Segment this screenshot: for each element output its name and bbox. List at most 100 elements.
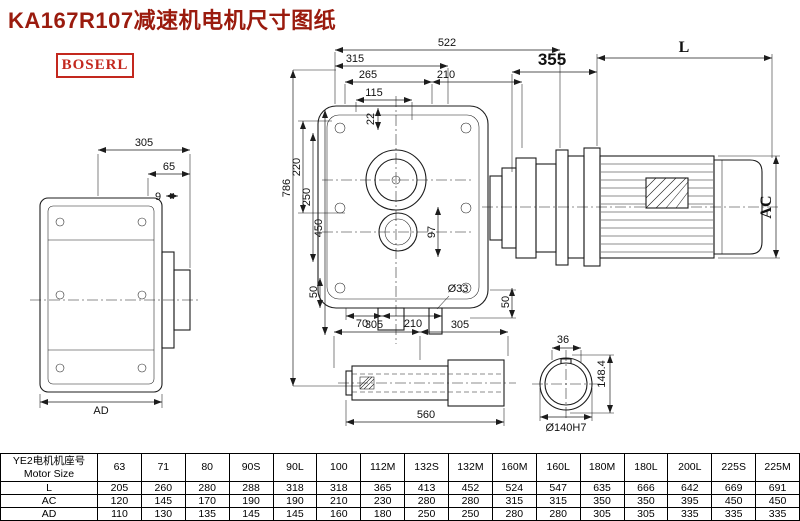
dim-value-cell: 350 xyxy=(579,494,625,508)
motor-assembly-view: 355 L AC xyxy=(482,39,780,267)
dim-value-cell: 190 xyxy=(272,494,318,508)
dim-value-cell: 315 xyxy=(491,494,537,508)
dim-65-label: 65 xyxy=(163,161,175,173)
dim-786-label: 786 xyxy=(281,179,293,197)
frame-size-col-header: 80 xyxy=(184,453,230,482)
dim-355-label: 355 xyxy=(538,50,566,69)
dim-value-cell: 250 xyxy=(404,507,449,521)
dim-value-cell: 666 xyxy=(623,481,669,495)
dim-value-cell: 280 xyxy=(404,494,449,508)
dim-row-label: L xyxy=(0,481,98,495)
dim-50-right-label: 50 xyxy=(500,296,512,308)
frame-size-col-header: 63 xyxy=(97,453,142,482)
dim-value-cell: 170 xyxy=(184,494,230,508)
dim-value-cell: 205 xyxy=(97,481,142,495)
dim-210-top-label: 210 xyxy=(437,69,455,81)
dim-9-label: 9 xyxy=(155,191,161,203)
dim-50-left-label: 50 xyxy=(308,286,320,298)
dim-305-label: 305 xyxy=(135,137,153,149)
bore-end-view: 36 148.4 Ø140H7 xyxy=(532,334,614,434)
dim-L-label: L xyxy=(679,39,690,56)
dim-220-label: 220 xyxy=(291,158,303,176)
shaft-sleeve-view: 305 305 560 xyxy=(333,319,516,426)
dim-value-cell: 642 xyxy=(667,481,713,495)
dim-value-cell: 280 xyxy=(448,494,493,508)
dim-value-cell: 318 xyxy=(316,481,362,495)
dim-value-cell: 280 xyxy=(535,507,581,521)
dim-250-label: 250 xyxy=(301,188,313,206)
dim-value-cell: 335 xyxy=(711,507,757,521)
brand-logo-box: BOSERL xyxy=(56,53,134,78)
frame-size-col-header: 200L xyxy=(667,453,713,482)
dim-value-cell: 413 xyxy=(404,481,449,495)
dim-d33-label: Ø33 xyxy=(448,283,469,295)
dim-36-label: 36 xyxy=(557,334,569,346)
technical-drawing: 305 65 9 AD 522 xyxy=(30,37,780,434)
frame-size-col-header: 180L xyxy=(623,453,669,482)
dim-value-cell: 450 xyxy=(755,494,800,508)
brand-logo-text: BOSERL xyxy=(61,57,129,73)
dim-value-cell: 280 xyxy=(184,481,230,495)
dim-AC-label: AC xyxy=(758,195,775,218)
dim-value-cell: 547 xyxy=(535,481,581,495)
dim-value-cell: 190 xyxy=(228,494,274,508)
frame-size-col-header: 160M xyxy=(491,453,537,482)
dim-row-label: AC xyxy=(0,494,98,508)
dim-value-cell: 450 xyxy=(711,494,757,508)
dim-value-cell: 395 xyxy=(667,494,713,508)
dim-value-cell: 280 xyxy=(491,507,537,521)
frame-size-col-header: 225S xyxy=(711,453,757,482)
dim-value-cell: 230 xyxy=(360,494,406,508)
dim-value-cell: 210 xyxy=(316,494,362,508)
dim-value-cell: 160 xyxy=(316,507,362,521)
dim-value-cell: 110 xyxy=(97,507,142,521)
dim-210-bottom-label: 210 xyxy=(404,318,422,330)
frame-size-col-header: 180M xyxy=(579,453,625,482)
dim-value-cell: 315 xyxy=(535,494,581,508)
dim-value-cell: 365 xyxy=(360,481,406,495)
dim-value-cell: 145 xyxy=(228,507,274,521)
dim-value-cell: 305 xyxy=(623,507,669,521)
frame-size-col-header: 90L xyxy=(272,453,318,482)
dim-560-label: 560 xyxy=(417,409,435,421)
dim-row-label: AD xyxy=(0,507,98,521)
dim-value-cell: 524 xyxy=(491,481,537,495)
frame-size-col-header: 71 xyxy=(140,453,186,482)
dim-value-cell: 180 xyxy=(360,507,406,521)
frame-size-col-header: 132S xyxy=(404,453,449,482)
dim-value-cell: 635 xyxy=(579,481,625,495)
dim-148-label: 148.4 xyxy=(596,360,608,388)
dim-value-cell: 145 xyxy=(272,507,318,521)
dim-value-cell: 130 xyxy=(140,507,186,521)
dim-d140-label: Ø140H7 xyxy=(546,422,587,434)
dim-value-cell: 452 xyxy=(448,481,493,495)
dim-265-label: 265 xyxy=(359,69,377,81)
gearbox-front-view: 522 315 265 210 115 22 786 220 250 450 9… xyxy=(281,37,561,387)
dim-70-label: 70 xyxy=(356,318,368,330)
frame-size-col-header: 90S xyxy=(228,453,274,482)
frame-size-col-header: 132M xyxy=(448,453,493,482)
dim-value-cell: 691 xyxy=(755,481,800,495)
dim-305a-label: 305 xyxy=(365,319,383,331)
dim-value-cell: 305 xyxy=(579,507,625,521)
dim-value-cell: 318 xyxy=(272,481,318,495)
dim-value-cell: 250 xyxy=(448,507,493,521)
dim-value-cell: 288 xyxy=(228,481,274,495)
dim-value-cell: 335 xyxy=(755,507,800,521)
dim-value-cell: 145 xyxy=(140,494,186,508)
dim-value-cell: 669 xyxy=(711,481,757,495)
dim-value-cell: 120 xyxy=(97,494,142,508)
dim-value-cell: 260 xyxy=(140,481,186,495)
dim-value-cell: 135 xyxy=(184,507,230,521)
dim-value-cell: 350 xyxy=(623,494,669,508)
dim-AD-label: AD xyxy=(93,405,108,417)
dim-315-label: 315 xyxy=(346,53,364,65)
dim-97-label: 97 xyxy=(426,226,438,238)
